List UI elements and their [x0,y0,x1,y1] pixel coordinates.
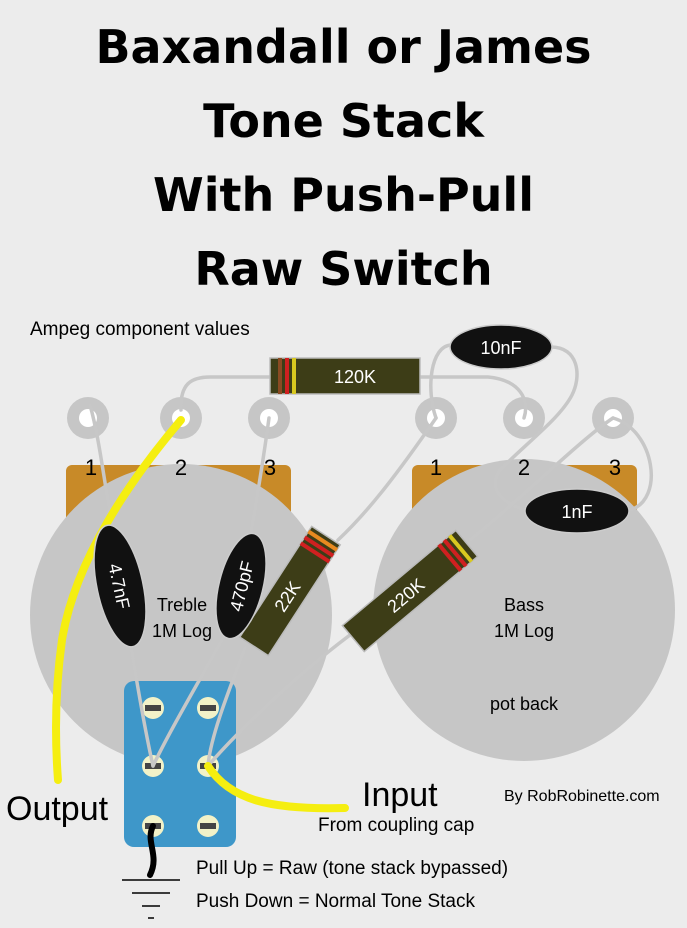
gray-wires [88,343,653,768]
bass-lug2-label: 2 [518,455,530,480]
output-label: Output [6,790,109,828]
wire-4-7nf-bottom [128,638,155,768]
push-down-label: Push Down = Normal Tone Stack [196,891,475,912]
treble-lug1-label: 1 [85,455,97,480]
resistor-120k-label: 120K [334,367,376,387]
capacitor-1nf: 1nF [524,488,630,534]
yellow-wires [52,416,349,813]
bass-pot: 1 2 3 Bass 1M Log pot back [373,455,675,761]
solder-lug-icon [67,397,109,439]
capacitor-4-7nf: 4.7nF [93,524,147,648]
wire-220k-top [468,416,615,542]
capacitor-10nf-label: 10nF [480,338,521,358]
title-line-4: Raw Switch [194,242,493,296]
wire-1nf-right [611,416,653,512]
capacitor-470pf: 470pF [215,532,267,640]
credit-label: By RobRobinette.com [504,788,660,805]
wire-4-7nf-top [88,403,117,542]
treble-name: Treble [157,595,207,615]
pull-up-label: Pull Up = Raw (tone stack bypassed) [196,858,508,879]
wire-22k-top [336,416,438,542]
title-line-3: With Push-Pull [153,168,534,222]
treble-value: 1M Log [152,621,212,641]
wire-470pf-bottom [151,618,235,768]
bass-lug3-label: 3 [609,455,621,480]
input-label: Input [362,776,438,814]
capacitor-1nf-label: 1nF [561,502,592,522]
bass-note: pot back [490,694,559,714]
treble-lug2-label: 2 [175,455,187,480]
wire-input [204,762,349,813]
title-line-2: Tone Stack [203,94,484,148]
wire-10nf-left [429,343,454,420]
input-sub-label: From coupling cap [318,815,474,836]
treble-lug3-label: 3 [264,455,276,480]
subtitle: Ampeg component values [30,319,250,340]
wire-220k-bottom [206,633,352,768]
bass-name: Bass [504,595,544,615]
bass-lug1-label: 1 [430,455,442,480]
bass-value: 1M Log [494,621,554,641]
wire-output [52,416,185,784]
ground-wire [147,823,157,878]
wire-120k-right [418,375,528,420]
ground-icon [122,879,180,919]
resistor-120k: 120K [269,357,421,395]
wire-120k-left [179,375,272,412]
wire-10nf-right [493,345,579,512]
title-line-1: Baxandall or James [95,20,592,74]
resistor-22k: 22K [238,525,342,657]
solder-lugs [67,397,634,439]
bass-pot-body [373,459,675,761]
switch-body [124,681,236,847]
wire-22k-bottom [206,646,247,768]
capacitor-10nf: 10nF [449,324,553,370]
